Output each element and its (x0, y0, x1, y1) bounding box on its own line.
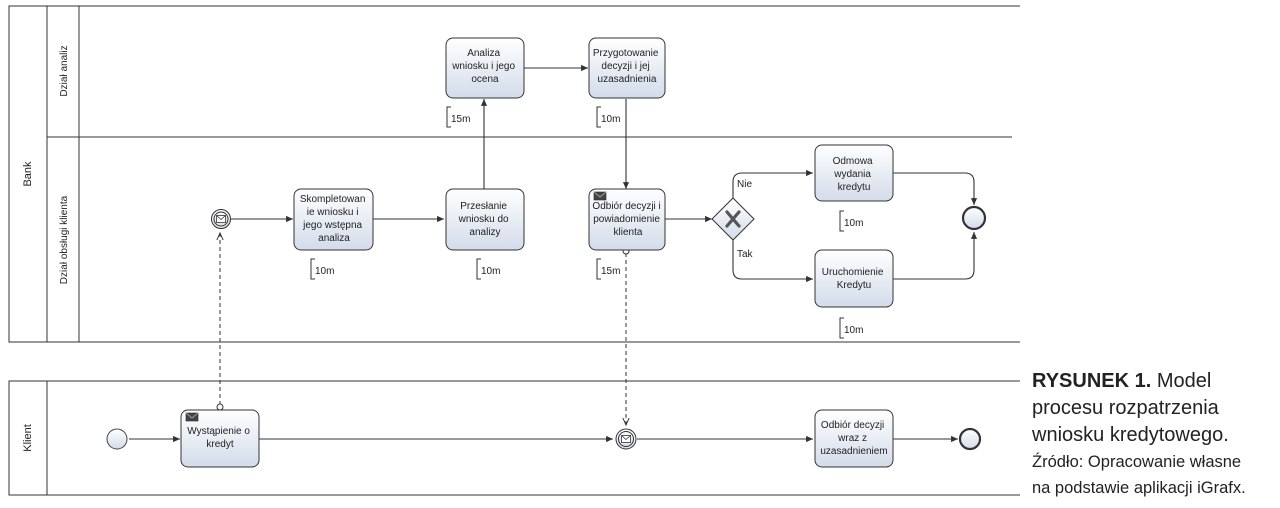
task-analysis-label: Analiza wniosku i jego ocena (451, 48, 518, 85)
flow-gateway-to-grant (732, 240, 813, 283)
task-envelope-markers (185, 191, 607, 422)
lane-analysis-label: Dział analiz (59, 45, 70, 96)
task-decision-label: Przygotowanie decyzji i jej uzasadnienia (593, 48, 661, 85)
x-icon (725, 210, 741, 228)
gateway-no-label: Nie (737, 179, 752, 190)
task-send (445, 188, 525, 251)
caption-title-line-1: RYSUNEK 1. Model (1032, 368, 1278, 395)
duration-decision: 10m (601, 114, 620, 125)
caption-title-line-2: procesu rozpatrzenia (1032, 397, 1219, 419)
client-pool-label: Klient (22, 424, 34, 452)
message-intermediate-event (615, 428, 637, 450)
envelope-icon (621, 435, 631, 443)
figure-caption: RYSUNEK 1. Model procesu rozpatrzenia wn… (1032, 368, 1278, 501)
envelope-icon (593, 191, 607, 201)
msgflow-origin-marker (216, 403, 224, 411)
end-event (958, 427, 982, 451)
task-grant-label: Uruchomienie Kredytu (822, 267, 886, 291)
task-apply (180, 409, 260, 468)
start-event (106, 428, 128, 450)
tasks (180, 37, 894, 468)
exclusive-gateway (711, 197, 755, 241)
lane-service-label: Dział obsługi klienta (59, 195, 70, 284)
caption-title-part: Model (1151, 370, 1212, 392)
duration-analysis: 15m (451, 114, 470, 125)
envelope-icon (216, 215, 226, 223)
message-intermediate-event (211, 209, 231, 229)
envelope-icon (185, 412, 199, 422)
task-grant (814, 249, 894, 308)
task-receive-label: Odbiór decyzji i powiadomienie klienta (592, 201, 663, 238)
caption-source-line-2: na podstawie aplikacji iGrafx. (1032, 479, 1246, 497)
flow-gateway-to-refuse (732, 169, 813, 198)
task-refuse-label: Odmowa wydania kredytu (833, 156, 876, 193)
bank-pool: Bank Dział analiz Dział obsługi klienta (8, 5, 1020, 343)
task-receive (588, 188, 666, 251)
duration-grant: 10m (844, 325, 863, 336)
task-analysis (445, 37, 525, 99)
task-apply-label: Wystąpienie o kredyt (187, 426, 253, 450)
message-flows (220, 233, 626, 425)
flow-grant-to-end (893, 232, 978, 280)
end-event (961, 205, 987, 231)
task-refuse (814, 144, 894, 202)
task-clientrecv (814, 409, 894, 468)
caption-source-line-1: Źródło: Opracowanie własne (1032, 453, 1242, 471)
task-complete (293, 188, 374, 251)
caption-figure-number: RYSUNEK 1. (1032, 370, 1152, 392)
client-pool: Klient (8, 380, 1020, 496)
duration-send: 10m (481, 266, 500, 277)
task-clientrecv-label: Odbiór decyzji wraz z uzasadnieniem (820, 420, 887, 457)
bank-pool-label: Bank (22, 161, 34, 187)
duration-complete: 10m (315, 266, 334, 277)
duration-receive: 15m (601, 266, 620, 277)
sequence-flows (129, 64, 978, 443)
duration-annotations (310, 106, 844, 339)
bpmn-diagram: Bank Dział analiz Dział obsługi klienta … (8, 5, 1020, 496)
duration-labels: 15m 10m 10m 10m 15m 10m 10m (315, 114, 863, 336)
task-decision (588, 37, 666, 99)
duration-refuse: 10m (844, 218, 863, 229)
task-send-label: Przesłanie wniosku do analizy (458, 201, 512, 238)
gateway-yes-label: Tak (737, 249, 754, 260)
task-labels: Analiza wniosku i jego ocena Przygotowan… (187, 48, 887, 457)
task-complete-label: Skompletowan ie wniosku i jego wstępna a… (300, 194, 368, 244)
flow-refuse-to-end (893, 172, 978, 205)
caption-title-line-3: wniosku kredytowego. (1032, 424, 1229, 446)
